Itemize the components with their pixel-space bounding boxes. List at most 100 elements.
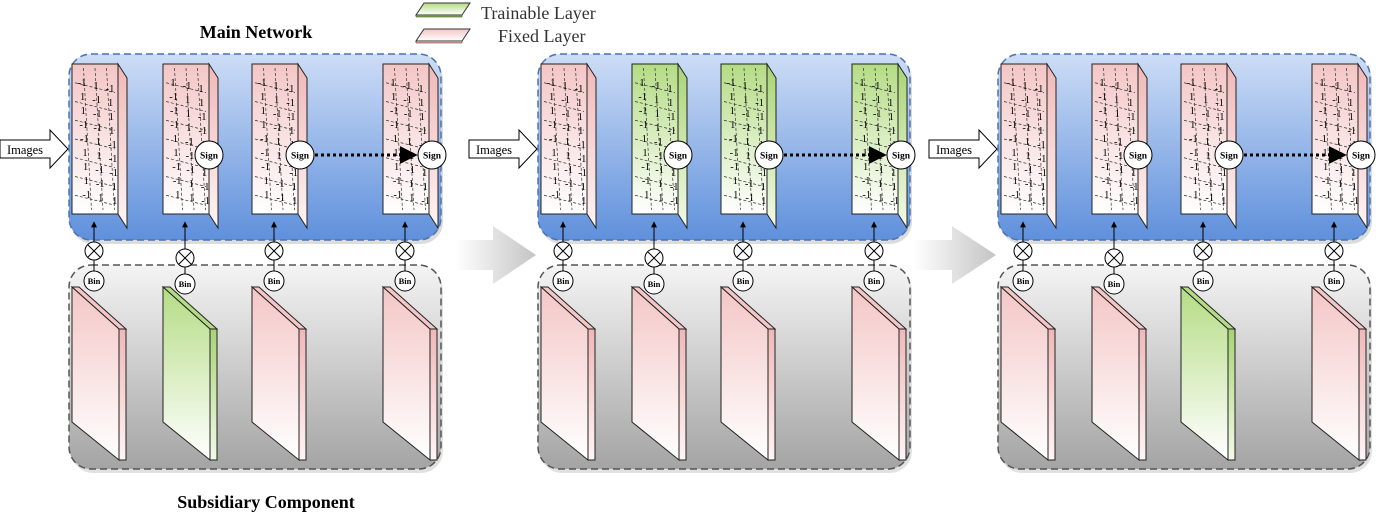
grid-line [254,119,296,131]
matrix-value: -1 [1008,120,1017,131]
sub-layer-3 [719,285,777,462]
bin-op-3-label: Bin [1197,276,1210,286]
sub-layer-face [851,285,900,462]
sign-op-3: Sign [1346,140,1376,170]
grid-line [1094,82,1136,94]
matrix-value: 1 [261,106,266,117]
grid-line [854,82,896,94]
matrix-value: -1 [198,126,207,137]
matrix-value: -1 [173,176,182,187]
multiply-op-3 [733,241,753,261]
matrix-value: 1 [1319,78,1324,89]
multiply-op-3 [264,241,284,261]
grid-line [634,138,676,150]
matrix-value: -1 [564,165,573,176]
matrix-value: -1 [562,109,571,120]
grid-line [185,67,195,211]
images-arrow-shape [928,128,998,170]
matrix-value: -1 [95,165,104,176]
matrix-value: 1 [1009,92,1014,103]
matrix-value: -1 [1319,106,1328,117]
main-layer-2: 1-11-111-11-1-11-11-111-11-1-11-11-111-1 [162,62,219,230]
transition-arrow-2 [914,226,996,284]
matrix-value: 1 [889,112,894,123]
multiply-op-4 [1324,241,1344,261]
matrix-value: 1 [1025,137,1030,148]
grid-line [274,67,284,211]
matrix-value: 1 [876,137,881,148]
matrix-value: 1 [1352,182,1357,193]
matrix-value: 1 [1127,84,1132,95]
matrix-value: -1 [273,123,282,134]
bin-op-1: Bin [1012,270,1034,292]
grid-line [394,67,403,211]
matrix-value: -1 [730,162,739,173]
sign-op-2: Sign [1214,140,1244,170]
matrix-value: 1 [1193,190,1198,201]
matrix-value: -1 [289,168,298,179]
layer-face [631,63,679,215]
matrix-value: 1 [863,162,868,173]
grid-line [1314,176,1356,187]
matrix-value: 1 [82,148,87,159]
matrix-value: 1 [276,137,281,148]
layer-face [540,63,588,215]
matrix-value: 1 [878,193,883,204]
sub-layer-side [1358,328,1367,461]
sub-layer-face [1091,285,1140,462]
grid-line [1314,119,1356,131]
layer-side [586,62,597,230]
matrix-value: -1 [1190,148,1199,159]
matrix-value: -1 [273,109,282,120]
images-label: Images [936,143,972,157]
matrix-value: 1 [1041,182,1046,193]
matrix-value: -1 [390,106,399,117]
matrix-value: 1 [394,162,399,173]
grid-line [286,67,295,211]
grid-line [1323,67,1332,211]
matrix-value: -1 [1332,95,1341,106]
matrix-value: 1 [96,151,101,162]
matrix-value: -1 [1101,162,1110,173]
sign-op-2-circle [1214,140,1244,170]
grid-line [197,67,206,211]
matrix-value: 1 [261,120,266,131]
matrix-value: -1 [403,95,412,106]
matrix-value: -1 [578,154,587,165]
matrix-value: 1 [170,78,175,89]
grid-line [1314,194,1356,206]
grid-line [1183,157,1225,169]
matrix-value: 1 [1011,148,1016,159]
matrix-value: -1 [1011,190,1020,201]
matrix-value: 1 [565,137,570,148]
matrix-value: 1 [186,109,191,120]
matrix-value: 1 [892,182,897,193]
bin-op-4: Bin [1323,270,1345,292]
matrix-value: 1 [264,190,269,201]
matrix-value: -1 [170,120,179,131]
grid-line [385,176,427,187]
grid-line [1183,101,1225,112]
sub-layer-2 [1090,285,1148,462]
grid-line [1003,157,1045,169]
grid-line [755,67,764,211]
grid-line [543,82,585,94]
matrix-value: -1 [1115,165,1124,176]
multiply-op-2 [175,248,195,268]
sign-op-1-circle [663,140,693,170]
layer-face [162,63,210,215]
matrix-value: -1 [1187,78,1196,89]
matrix-value: 1 [1118,193,1123,204]
matrix-value: -1 [548,120,557,131]
grid-line [854,194,896,206]
matrix-value: 1 [551,148,556,159]
sub-layer-face [1000,285,1049,462]
sign-op-1: Sign [1123,140,1153,170]
sub-layer-side [898,328,907,461]
matrix-value: -1 [638,92,647,103]
matrix-value: 1 [654,95,659,106]
matrix-value: 1 [550,106,555,117]
matrix-value: -1 [170,106,179,117]
sub-layer-2 [630,285,688,462]
matrix-value: -1 [1335,165,1344,176]
